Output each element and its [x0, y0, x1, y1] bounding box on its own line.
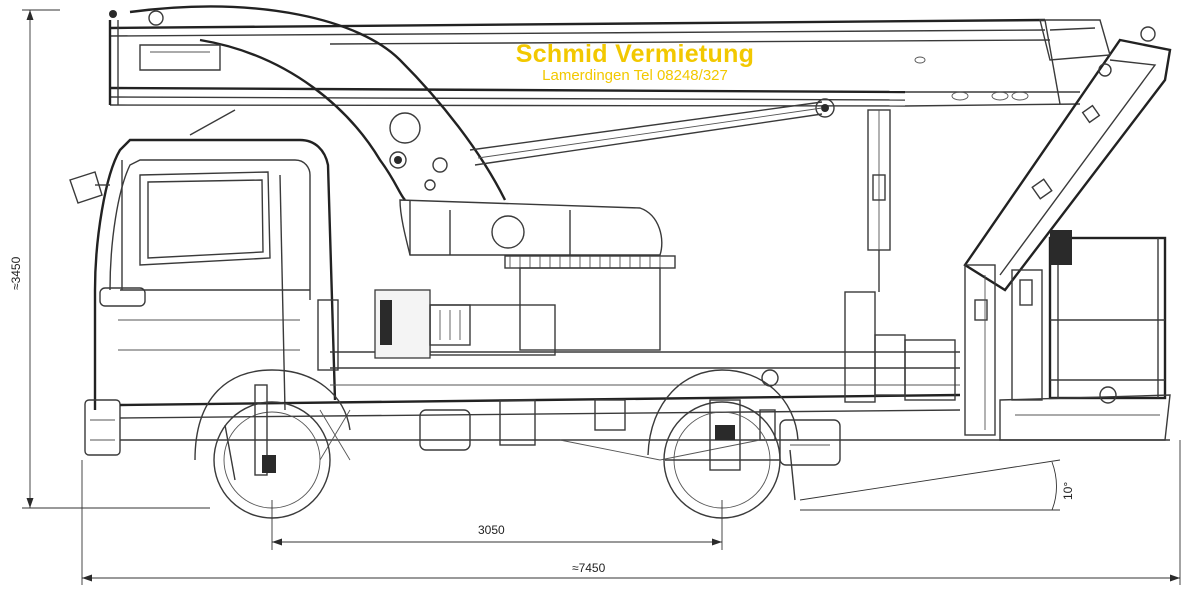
angle-dimension-label: 10° — [1061, 482, 1075, 500]
watermark-title: Schmid Vermietung — [515, 40, 755, 68]
company-watermark: Schmid Vermietung Lamerdingen Tel 08248/… — [470, 40, 800, 84]
watermark-subtitle: Lamerdingen Tel 08248/327 — [542, 67, 728, 84]
rear-wheel — [647, 369, 799, 519]
length-dimension-label: ≈7450 — [572, 561, 606, 575]
height-dimension-label: ≈3450 — [9, 256, 23, 290]
boom-root-arm — [108, 5, 835, 201]
wheelbase-dimension-label: 3050 — [478, 523, 505, 537]
work-basket — [999, 230, 1171, 441]
front-wheel — [194, 369, 351, 519]
turntable — [399, 199, 676, 356]
upper-arm — [963, 19, 1172, 436]
telescopic-boom — [109, 18, 1081, 107]
dimension-lines — [22, 9, 1181, 585]
dimension-labels: ≈3450 3050 ≈7450 10° — [9, 256, 1075, 575]
truck-cab — [69, 109, 337, 456]
